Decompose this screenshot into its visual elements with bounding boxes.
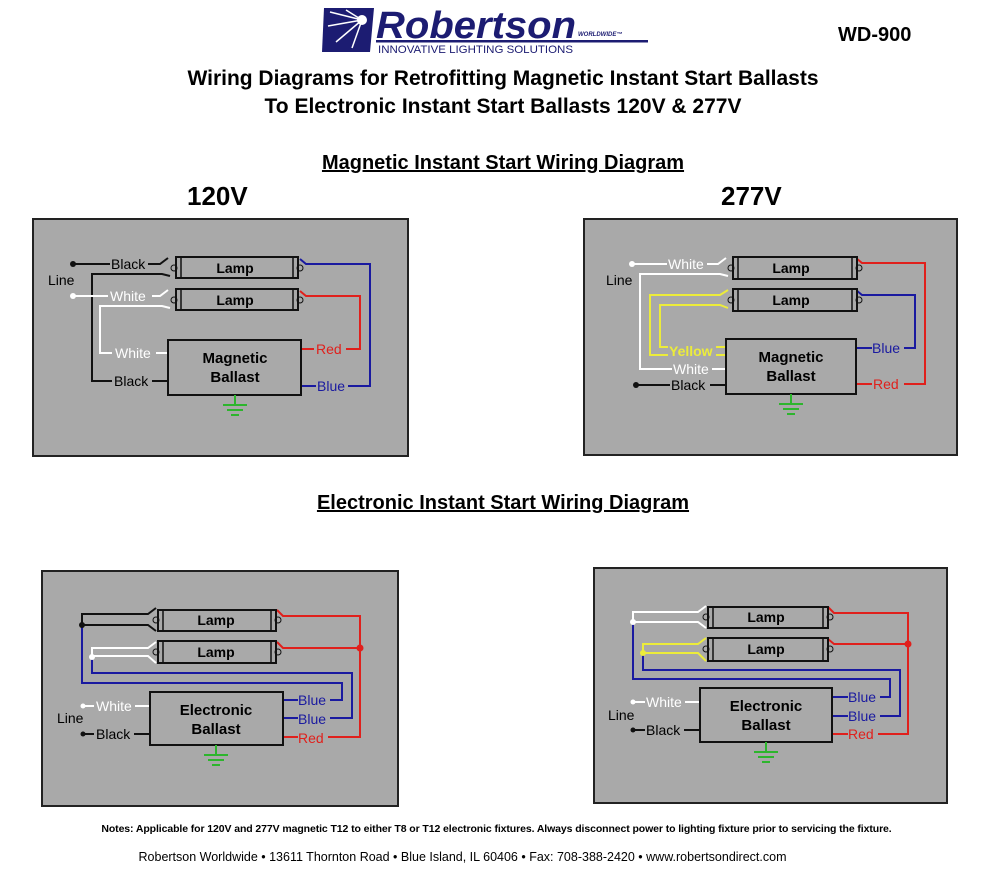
voltage-120v: 120V (187, 181, 248, 211)
wire-label-blue: Blue (298, 711, 326, 727)
notes: Notes: Applicable for 120V and 277V magn… (101, 823, 892, 835)
ballast-label: Magnetic (202, 350, 267, 367)
ballast-label: Ballast (191, 721, 240, 738)
lamp-label: Lamp (197, 612, 234, 628)
magnetic-ballast: Magnetic Ballast (725, 338, 857, 395)
wire-label-yellow: Yellow (669, 343, 713, 359)
wire-label-red: Red (848, 726, 874, 742)
ballast-label: Ballast (210, 369, 259, 386)
ballast-label: Ballast (741, 717, 790, 734)
wire-label-blue: Blue (848, 689, 876, 705)
lamp-label: Lamp (216, 292, 253, 308)
ballast-label: Electronic (730, 698, 803, 715)
logo-tagline: INNOVATIVE LIGHTING SOLUTIONS (378, 44, 573, 56)
footer-address: Robertson Worldwide • 13611 Thornton Roa… (138, 850, 787, 864)
lamp-label: Lamp (216, 260, 253, 276)
title-line-2: To Electronic Instant Start Ballasts 120… (264, 95, 742, 118)
lamp-1: Lamp (727, 256, 863, 280)
lamp-1: Lamp (702, 606, 834, 629)
line-label: Line (57, 710, 84, 726)
line-label: Line (48, 272, 75, 288)
logo-sub: WORLDWIDE™ (578, 31, 622, 38)
wire-label-white: White (110, 288, 146, 304)
wire-label-white: White (115, 345, 151, 361)
logo-star-icon: Robertson WORLDWIDE™ INNOVATIVE LIGHTING… (322, 5, 648, 56)
lamp-label: Lamp (747, 609, 784, 625)
wire-label-black: Black (114, 373, 149, 389)
ballast-label: Ballast (766, 368, 815, 385)
wire-label-red: Red (873, 376, 899, 392)
electronic-ballast: Electronic Ballast (149, 691, 284, 746)
wire-label-blue: Blue (317, 378, 345, 394)
wire-label-blue: Blue (848, 708, 876, 724)
ballast-label: Magnetic (758, 349, 823, 366)
ballast-label: Electronic (180, 702, 253, 719)
logo: Robertson WORLDWIDE™ INNOVATIVE LIGHTING… (322, 5, 662, 56)
lamp-2: Lamp (152, 640, 282, 664)
doc-id: WD-900 (838, 24, 912, 46)
wire-label-white: White (668, 256, 704, 272)
voltage-277v: 277V (721, 181, 782, 211)
title-line-1: Wiring Diagrams for Retrofitting Magneti… (187, 67, 819, 90)
line-label: Line (608, 707, 635, 723)
diagram-magnetic-120v: Lamp Lamp Magnetic Ballast Line Black Wh… (32, 218, 409, 457)
lamp-label: Lamp (197, 644, 234, 660)
electronic-ballast: Electronic Ballast (699, 687, 833, 743)
diagram-electronic-277v: Lamp Lamp Electronic Ballast Line White … (593, 567, 948, 804)
lamp-1: Lamp (152, 609, 282, 632)
lamp-2: Lamp (702, 637, 834, 662)
wire-label-white: White (646, 694, 682, 710)
electronic-heading: Electronic Instant Start Wiring Diagram (316, 492, 690, 514)
lamp-label: Lamp (772, 260, 809, 276)
lamp-2: Lamp (727, 288, 863, 312)
lamp-2: Lamp (170, 288, 304, 311)
lamp-label: Lamp (772, 292, 809, 308)
wire-label-black: Black (646, 722, 681, 738)
diagram-electronic-120v: Lamp Lamp Electronic Ballast Line White … (41, 570, 399, 807)
wire-label-black: Black (96, 726, 131, 742)
wire-label-blue: Blue (872, 340, 900, 356)
magnetic-heading: Magnetic Instant Start Wiring Diagram (321, 152, 685, 174)
magnetic-ballast: Magnetic Ballast (167, 339, 302, 396)
wire-label-black: Black (671, 377, 706, 393)
diagram-magnetic-277v: Lamp Lamp Magnetic Ballast Line White Ye… (583, 218, 958, 456)
wire-label-white: White (673, 361, 709, 377)
wire-label-red: Red (298, 730, 324, 746)
wire-label-white: White (96, 698, 132, 714)
wire-label-blue: Blue (298, 692, 326, 708)
lamp-1: Lamp (170, 256, 304, 279)
wire-label-black: Black (111, 256, 146, 272)
lamp-label: Lamp (747, 641, 784, 657)
line-label: Line (606, 272, 633, 288)
wire-label-red: Red (316, 341, 342, 357)
